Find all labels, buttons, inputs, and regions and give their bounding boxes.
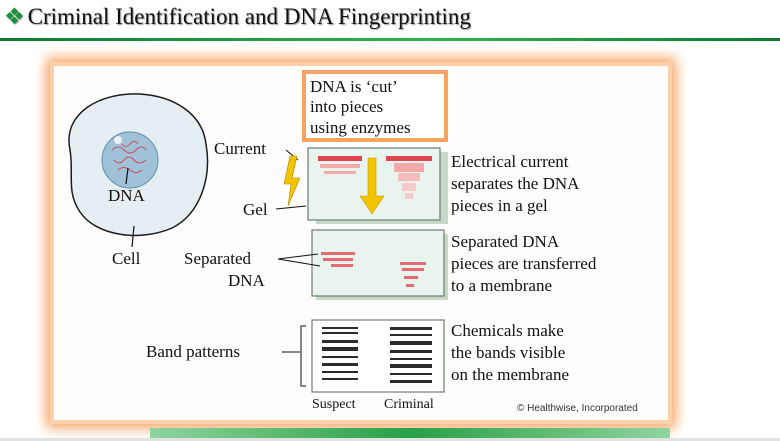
slide-title: ❖Criminal Identification and DNA Fingerp… [4,4,471,36]
cell-nucleus [101,131,159,189]
gel-bands-suspect [318,156,362,174]
dna-pointer [125,167,129,185]
callout-line-1: DNA is ‘cut’ [310,77,398,96]
migration-arrow-icon [359,157,385,215]
transferred-bands-criminal [400,262,426,287]
step2-line-3: to a membrane [451,276,552,295]
step3-line-1: Chemicals make [451,321,564,340]
diamond-bullet-icon: ❖ [4,4,25,29]
band-patterns-bracket [300,325,306,387]
band-pattern-criminal [390,327,432,383]
current-lightning-icon [283,155,301,207]
callout-line-2: into pieces [310,97,383,116]
separated-dna-label-line-2: DNA [228,271,266,290]
step1-line-1: Electrical current [451,152,569,171]
current-label: Current [214,139,266,158]
cell-pointer [131,225,135,248]
transferred-bands-suspect [321,252,355,267]
chromosome-strands [111,141,147,173]
gel-bands-criminal [386,156,432,199]
dna-label: DNA [108,186,146,205]
step1-line-2: separates the DNA [451,174,580,193]
band-patterns-label: Band patterns [146,342,240,361]
separated-dna-pointer-1 [277,253,319,260]
nucleolus [114,136,122,144]
criminal-label: Criminal [384,397,434,412]
step2-line-1: Separated DNA [451,232,560,251]
title-underline [0,38,780,41]
separated-dna-pointer-2 [277,258,321,267]
gel-label: Gel [243,200,268,219]
cut-callout-box [302,70,448,142]
step2-line-2: pieces are transferred [451,254,597,273]
band-pattern-suspect [322,327,358,380]
step3-line-2: the bands visible [451,343,565,362]
step3-line-3: on the membrane [451,365,569,384]
slide-title-text: Criminal Identification and DNA Fingerpr… [27,4,471,29]
separated-dna-label-line-1: Separated [184,249,252,268]
gel-pointer [275,205,307,210]
bottom-rule [0,438,780,441]
step1-line-3: pieces in a gel [451,196,548,215]
image-credit: © Healthwise, Incorporated [517,403,638,414]
callout-line-3: using enzymes [310,118,411,137]
suspect-label: Suspect [312,397,356,412]
bottom-accent-bar [150,428,670,438]
cell-label: Cell [112,249,141,268]
